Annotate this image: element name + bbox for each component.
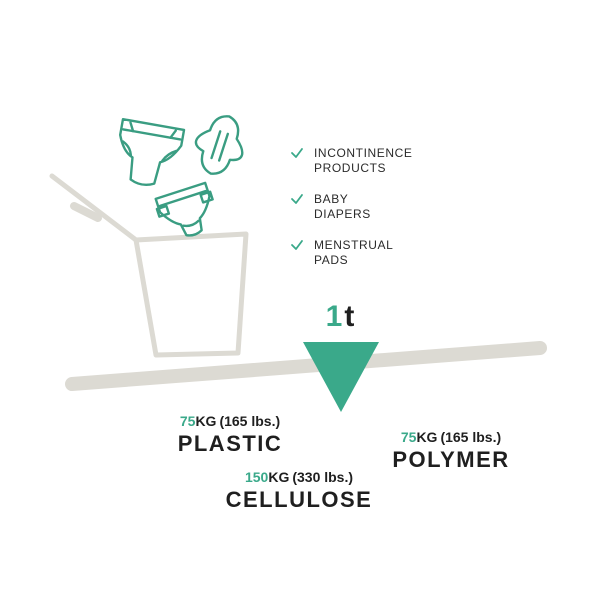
tonnage-label: 1t <box>300 300 380 334</box>
plastic-lbs: (165 lbs.) <box>219 413 281 429</box>
checklist-item-menstrual-pads: MENSTRUAL PADS <box>290 238 413 284</box>
bin-icon <box>49 173 249 358</box>
checklist-label: INCONTINENCE PRODUCTS <box>314 146 413 175</box>
cellulose-amount-line: 150KG(330 lbs.) <box>224 468 374 486</box>
plastic-amount-line: 75KG(165 lbs.) <box>170 412 290 430</box>
polymer-weight: 75KG(165 lbs.) POLYMER <box>386 428 516 474</box>
plastic-amount: 75 <box>179 413 196 429</box>
polymer-unit: KG <box>416 429 438 445</box>
cellulose-lbs: (330 lbs.) <box>292 469 354 485</box>
checklist-label: MENSTRUAL PADS <box>314 238 394 267</box>
diaper-icon <box>118 117 186 187</box>
tonnage-unit: t <box>344 300 355 333</box>
fulcrum-triangle <box>303 342 379 412</box>
product-checklist: INCONTINENCE PRODUCTS BABY DIAPERS MENST… <box>290 146 413 284</box>
tonnage-number: 1 <box>325 300 343 333</box>
plastic-name: PLASTIC <box>177 431 283 456</box>
checklist-item-incontinence: INCONTINENCE PRODUCTS <box>290 146 413 192</box>
cellulose-name: CELLULOSE <box>225 487 373 512</box>
cellulose-amount: 150 <box>244 469 269 485</box>
check-icon <box>291 148 303 158</box>
cellulose-unit: KG <box>268 469 290 485</box>
check-icon <box>291 240 303 250</box>
polymer-name: POLYMER <box>392 447 510 472</box>
polymer-amount: 75 <box>400 429 417 445</box>
polymer-amount-line: 75KG(165 lbs.) <box>386 428 516 446</box>
checklist-label: BABY DIAPERS <box>314 192 371 221</box>
cellulose-weight: 150KG(330 lbs.) CELLULOSE <box>224 468 374 514</box>
sanitary-pad-icon <box>194 115 244 175</box>
plastic-unit: KG <box>195 413 217 429</box>
checklist-item-baby-diapers: BABY DIAPERS <box>290 192 413 238</box>
scale-beam <box>65 341 547 391</box>
plastic-weight: 75KG(165 lbs.) PLASTIC <box>170 412 290 458</box>
baby-diaper-icon <box>154 181 214 237</box>
polymer-lbs: (165 lbs.) <box>440 429 502 445</box>
check-icon <box>291 194 303 204</box>
